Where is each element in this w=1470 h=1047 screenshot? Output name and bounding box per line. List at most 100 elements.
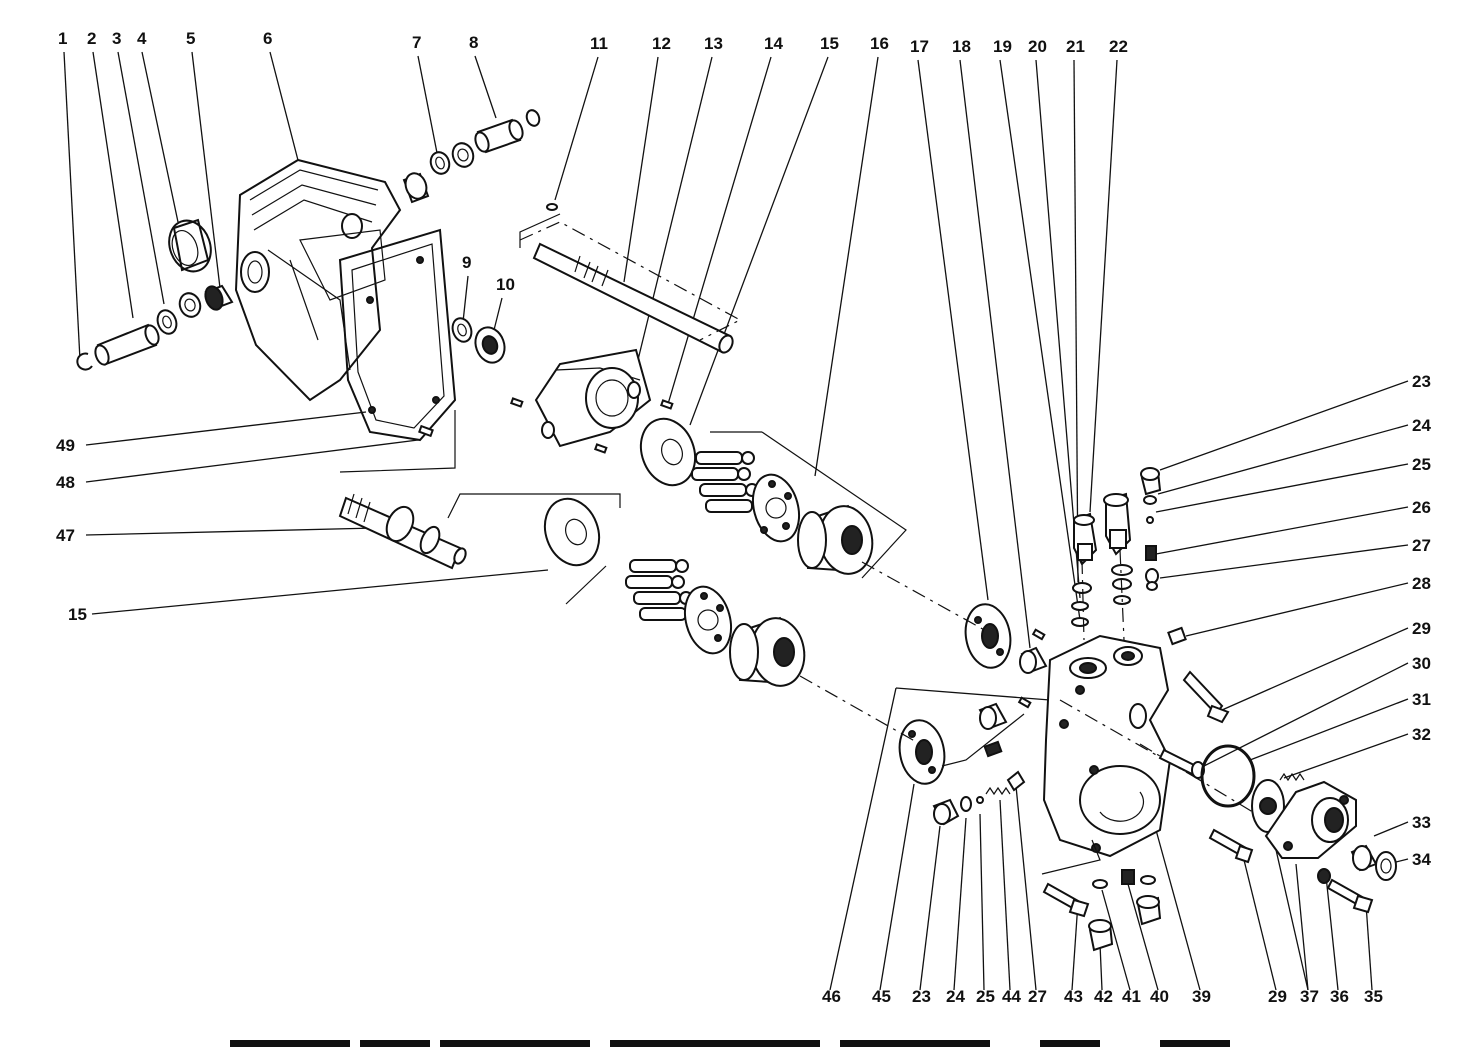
seal-7 (451, 142, 475, 168)
spring-top-bottom (983, 740, 1003, 758)
callout-4: 4 (137, 29, 147, 48)
washer-9 (451, 317, 473, 343)
piston-group-bottom (625, 559, 693, 621)
callout-22: 22 (1109, 37, 1128, 56)
transmission-housing-6 (234, 158, 402, 402)
piston-retainer-bottom (683, 585, 733, 655)
callout-2: 2 (87, 29, 96, 48)
swashplate-13 (534, 348, 652, 448)
callout-15-left: 15 (68, 605, 87, 624)
bushing-33 (1350, 844, 1378, 872)
callout-21: 21 (1066, 37, 1085, 56)
callout-29-bottom: 29 (1268, 987, 1287, 1006)
callout-29-right: 29 (1412, 619, 1431, 638)
washer-3 (156, 309, 178, 335)
bracket-45 (941, 713, 1025, 767)
callout-25-bottom: 25 (976, 987, 995, 1006)
oring-20a (1072, 582, 1092, 594)
pin-14 (659, 399, 674, 410)
callout-40: 40 (1150, 987, 1169, 1006)
input-shaft-12 (532, 242, 734, 354)
bracket-47 (339, 410, 456, 473)
plug-23-right (1140, 467, 1162, 496)
poppet-27-right (1145, 568, 1159, 591)
thrust-washer-15-bottom (543, 497, 601, 567)
filter-40 (1121, 869, 1135, 885)
bracket-15b (447, 493, 621, 519)
centerline-top-right (861, 561, 989, 633)
bearing-bottom (978, 702, 1008, 730)
bracket-bottom-plugs (1041, 839, 1101, 875)
ball-25-bottom (976, 796, 984, 804)
centerline-right-2 (1059, 699, 1201, 781)
callout-3: 3 (112, 29, 121, 48)
callout-8: 8 (469, 33, 478, 52)
retaining-ring (76, 352, 93, 371)
callout-44: 44 (1002, 987, 1021, 1006)
callout-5: 5 (186, 29, 195, 48)
callout-16: 16 (870, 34, 889, 53)
callout-36: 36 (1330, 987, 1349, 1006)
needle-bearing-5 (204, 284, 234, 311)
callout-42: 42 (1094, 987, 1113, 1006)
pin-top-right (1031, 628, 1046, 641)
oring-24-right (1143, 495, 1157, 505)
callout-23-bottom: 23 (912, 987, 931, 1006)
ball-25-right (1146, 516, 1154, 524)
callout-27-right: 27 (1412, 536, 1431, 555)
cylinder-block-bottom (729, 616, 806, 687)
valve-plate-45 (898, 719, 946, 785)
spring-26 (1145, 545, 1157, 561)
check-valve-21 (1073, 512, 1098, 566)
washer-36 (1317, 868, 1331, 884)
callout-17: 17 (910, 37, 929, 56)
callout-10: 10 (496, 275, 515, 294)
oring-22a (1111, 564, 1133, 576)
centerline-shaft (519, 221, 742, 341)
callout-19: 19 (993, 37, 1012, 56)
centerline-right (1139, 743, 1267, 821)
bolt-35 (1326, 878, 1374, 914)
callout-31: 31 (1412, 690, 1431, 709)
piston-retainer-top (751, 473, 801, 543)
ring-8 (525, 109, 541, 127)
callout-43: 43 (1064, 987, 1083, 1006)
pin-46 (1017, 696, 1032, 709)
oring-31 (1200, 744, 1256, 808)
plug-23-bottom (932, 798, 960, 826)
callout-34: 34 (1412, 850, 1431, 869)
callout-32: 32 (1412, 725, 1431, 744)
callout-11: 11 (590, 34, 608, 53)
ball-bearing-10 (474, 326, 506, 364)
callout-30: 30 (1412, 654, 1431, 673)
needle-bearing-7 (402, 172, 430, 204)
callout-15-top: 15 (820, 34, 839, 53)
callout-24-right: 24 (1412, 416, 1431, 435)
axle-pin-2 (94, 323, 160, 366)
callout-13: 13 (704, 34, 723, 53)
callout-39: 39 (1192, 987, 1211, 1006)
plug-40 (1136, 895, 1162, 926)
callout-41: 41 (1122, 987, 1141, 1006)
dowel-pin-48 (418, 424, 434, 438)
centerline-bottom (799, 675, 921, 745)
gasket-49 (338, 228, 457, 442)
callout-47: 47 (56, 526, 75, 545)
oring-24-bottom (960, 796, 972, 812)
callout-46: 46 (822, 987, 841, 1006)
callout-6: 6 (263, 29, 272, 48)
thrust-washer-15-top (639, 417, 697, 487)
valve-plate-17 (964, 603, 1012, 669)
spring-44 (985, 786, 1011, 796)
piston-group-top (691, 451, 759, 513)
axle-pin-8 (474, 118, 524, 154)
oring-20b (1071, 601, 1089, 611)
oring-19 (1071, 617, 1089, 627)
bracket-16 (761, 431, 907, 579)
callout-23-right: 23 (1412, 372, 1431, 391)
callout-27-bottom: 27 (1028, 987, 1047, 1006)
bracket-bottom (565, 565, 607, 605)
pin-b (593, 443, 608, 454)
callout-1: 1 (58, 29, 67, 48)
